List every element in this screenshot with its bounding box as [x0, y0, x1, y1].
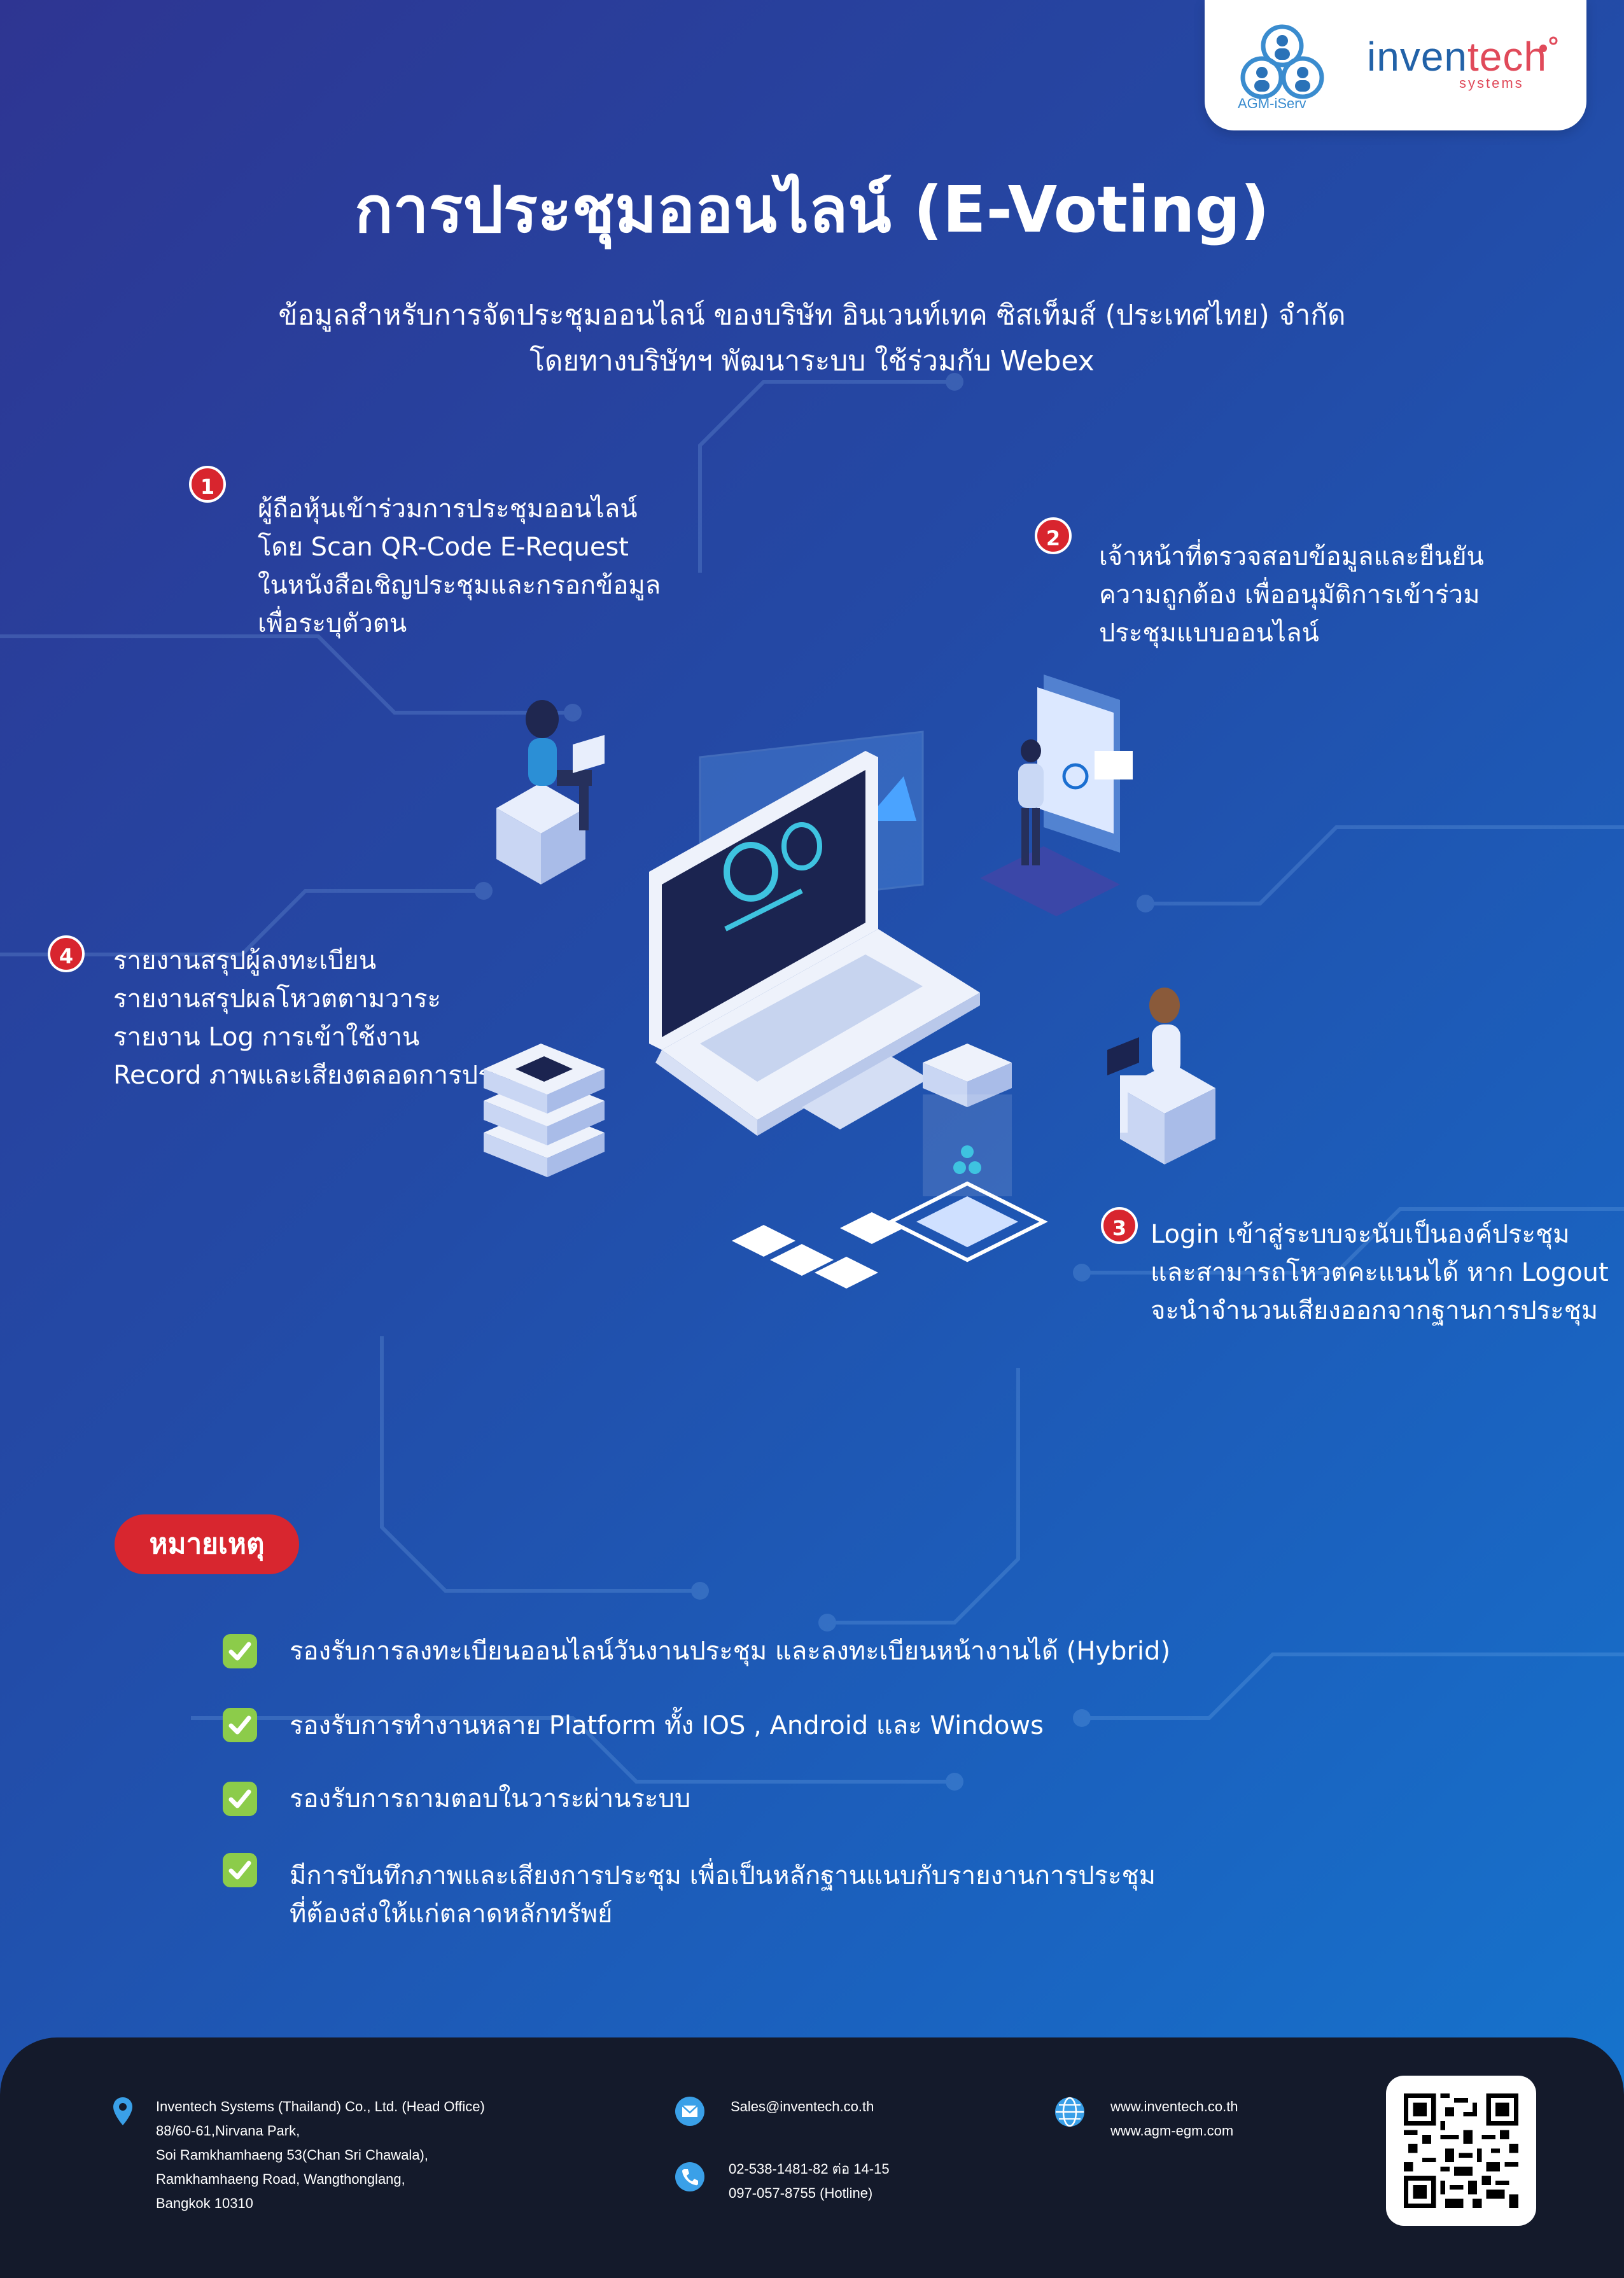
qr-code-card[interactable] — [1386, 2076, 1536, 2226]
note-item: รองรับการลงทะเบียนออนไลน์วันงานประชุม แล… — [290, 1632, 1170, 1670]
step-line: Login เข้าสู่ระบบจะนับเป็นองค์ประชุม — [1151, 1220, 1570, 1249]
step-line: รายงานสรุปผลโหวตตามวาระ — [113, 984, 441, 1014]
e-voting-illustration — [484, 674, 1215, 1289]
note-line: รองรับการทำงานหลาย Platform ทั้ง IOS , A… — [290, 1711, 1044, 1740]
address-line: 88/60-61,Nirvana Park, — [156, 2123, 300, 2139]
page-title: การประชุมออนไลน์ (E-Voting) — [354, 172, 1270, 247]
server-stack — [484, 1044, 605, 1177]
inventech-sub: systems — [1459, 75, 1524, 91]
website-link[interactable]: www.inventech.co.th — [1110, 2099, 1238, 2114]
step-3-text: Login เข้าสู่ระบบจะนับเป็นองค์ประชุม และ… — [1151, 1215, 1609, 1330]
step-line: โดย Scan QR-Code E-Request — [258, 533, 629, 562]
phone-line[interactable]: 097-057-8755 (Hotline) — [729, 2185, 873, 2201]
check-icon — [223, 1853, 257, 1887]
note-line: รองรับการถามตอบในวาระผ่านระบบ — [290, 1784, 691, 1813]
step-4-text: รายงานสรุปผู้ลงทะเบียน รายงานสรุปผลโหวตต… — [113, 942, 539, 1094]
address-line: Bangkok 10310 — [156, 2195, 253, 2211]
floor-tiles — [732, 1212, 904, 1289]
voter-figure — [1107, 988, 1215, 1164]
subtitle-line: โดยทางบริษัทฯ พัฒนาระบบ ใช้ร่วมกับ Webex — [529, 345, 1095, 377]
inventech-logo-text: inventech — [1367, 33, 1547, 80]
phone-icon — [675, 2162, 704, 2191]
email-link[interactable]: Sales@inventech.co.th — [731, 2099, 874, 2114]
mail-icon — [675, 2097, 704, 2126]
subtitle-line: ข้อมูลสำหรับการจัดประชุมออนไลน์ ของบริษั… — [278, 299, 1346, 332]
footer: Inventech Systems (Thailand) Co., Ltd. (… — [0, 2037, 1624, 2278]
note-line: ที่ต้องส่งให้แก่ตลาดหลักทรัพย์ — [290, 1899, 613, 1929]
step-4-badge: 4 — [48, 935, 85, 972]
step-1-badge: 1 — [189, 466, 226, 503]
agm-label: AGM-iServ — [1238, 95, 1306, 111]
data-chip — [886, 1044, 1048, 1262]
qr-code-icon — [1404, 2093, 1518, 2208]
notes-label: หมายเหตุ — [115, 1514, 299, 1574]
step-2-badge: 2 — [1035, 517, 1072, 554]
staff-figure — [980, 674, 1133, 916]
website-block: www.inventech.co.th www.agm-egm.com — [1110, 2095, 1238, 2143]
check-icon — [223, 1634, 257, 1668]
logo-card: AGM-iServ inventech systems — [1205, 0, 1586, 130]
check-icon — [223, 1782, 257, 1816]
address-line: Soi Ramkhamhaeng 53(Chan Sri Chawala), — [156, 2147, 428, 2163]
globe-icon — [1055, 2097, 1084, 2127]
step-line: ในหนังสือเชิญประชุมและกรอกข้อมูล — [258, 571, 661, 600]
step-line: และสามารถโหวตคะแนนได้ หาก Logout — [1151, 1258, 1609, 1287]
location-pin-icon — [113, 2097, 132, 2125]
check-icon — [223, 1708, 257, 1742]
step-line: เจ้าหน้าที่ตรวจสอบข้อมูลและยืนยัน — [1099, 542, 1484, 571]
step-line: ผู้ถือหุ้นเข้าร่วมการประชุมออนไลน์ — [258, 494, 638, 524]
address-line: Ramkhamhaeng Road, Wangthonglang, — [156, 2171, 405, 2187]
address-line: Inventech Systems (Thailand) Co., Ltd. (… — [156, 2099, 485, 2114]
step-2-text: เจ้าหน้าที่ตรวจสอบข้อมูลและยืนยัน ความถู… — [1099, 538, 1484, 652]
circuit-background — [0, 373, 1624, 1791]
step-3-badge: 3 — [1101, 1207, 1138, 1244]
step-line: Record ภาพและเสียงตลอดการประชุม — [113, 1061, 540, 1090]
laptop-figure — [649, 751, 980, 1136]
note-item: รองรับการถามตอบในวาระผ่านระบบ — [290, 1780, 690, 1818]
inventech-highlight: tech — [1467, 34, 1547, 80]
step-line: เพื่อระบุตัวตน — [258, 609, 407, 638]
note-line: รองรับการลงทะเบียนออนไลน์วันงานประชุม แล… — [290, 1637, 1171, 1666]
address-block: Inventech Systems (Thailand) Co., Ltd. (… — [156, 2095, 485, 2216]
note-item: มีการบันทึกภาพและเสียงการประชุม เพื่อเป็… — [290, 1857, 1156, 1933]
step-line: ประชุมแบบออนไลน์ — [1099, 618, 1319, 648]
website-link[interactable]: www.agm-egm.com — [1110, 2123, 1234, 2139]
inventech-prefix: inven — [1367, 34, 1467, 80]
note-line: มีการบันทึกภาพและเสียงการประชุม เพื่อเป็… — [290, 1861, 1156, 1890]
inventech-dots-icon — [1539, 36, 1558, 52]
shareholder-figure — [496, 700, 605, 884]
phone-line[interactable]: 02-538-1481-82 ต่อ 14-15 — [729, 2161, 890, 2177]
subtitle: ข้อมูลสำหรับการจัดประชุมออนไลน์ ของบริษั… — [0, 293, 1624, 384]
step-line: จะนำจำนวนเสียงออกจากฐานการประชุม — [1151, 1296, 1599, 1325]
step-line: ความถูกต้อง เพื่ออนุมัติการเข้าร่วม — [1099, 580, 1480, 610]
agm-iserv-logo — [1240, 24, 1324, 99]
phone-block: 02-538-1481-82 ต่อ 14-15 097-057-8755 (H… — [729, 2157, 890, 2205]
step-1-text: ผู้ถือหุ้นเข้าร่วมการประชุมออนไลน์ โดย S… — [258, 490, 661, 643]
step-line: รายงานสรุปผู้ลงทะเบียน — [113, 946, 377, 975]
note-item: รองรับการทำงานหลาย Platform ทั้ง IOS , A… — [290, 1707, 1044, 1745]
step-line: รายงาน Log การเข้าใช้งาน — [113, 1023, 420, 1052]
